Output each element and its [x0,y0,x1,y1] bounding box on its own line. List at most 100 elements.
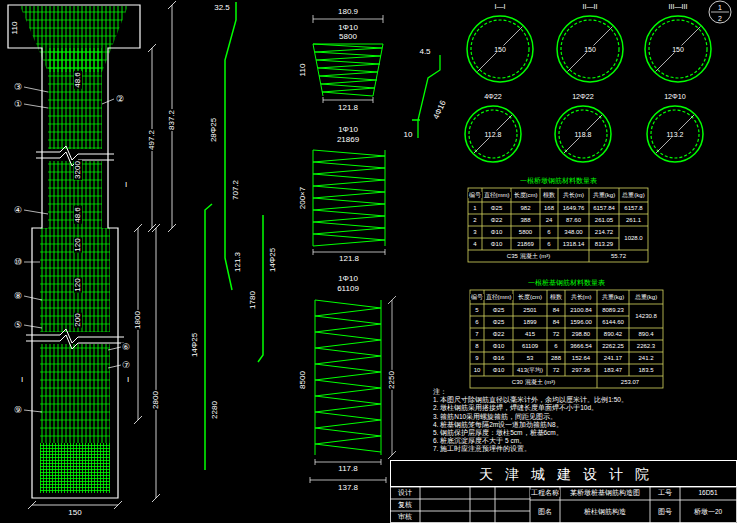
rebar-shape [258,215,263,362]
sheet-number: 1 [718,3,722,10]
table-cell: 2262.3 [636,343,656,349]
note-text: 6. 桩底沉淀厚度不大于 5 cm。 [432,438,527,445]
rebar-label: 28Φ25 [210,117,218,143]
table-cell: 8089.23 [601,307,625,313]
table-cell: 6157.84 [592,205,616,211]
table-cell: 813.29 [594,241,614,247]
table-cell: 388 [519,217,531,223]
table-cell: 415 [524,331,536,337]
note-text: 7. 施工时应注意预埋件的设置。 [432,446,532,453]
dimension-text: 48.6 [74,206,82,224]
dimension-lines [313,15,383,23]
table-cell: 4 [472,241,477,247]
rebar-label: 121.8 [338,255,360,263]
rebar-label: 2250 [388,370,396,390]
table-grid [470,290,663,388]
table-cell: 297.36 [571,367,591,373]
table-cell: 55.72 [610,253,627,259]
table-cell: 共重(kg) [601,294,625,300]
section-dimension: 150 [583,46,597,53]
table-cell: 1028.0 [623,235,643,241]
table-cell: 168 [543,205,555,211]
sheet-circle [709,1,731,23]
callout-number: ① [13,100,23,109]
table-cell: 共长(m) [570,294,593,300]
note-text: 1. 本图尺寸除钢筋直径以毫米计外，余均以厘米计。比例1:50。 [432,397,629,404]
table-cell: 5 [474,307,479,313]
section-title: II—II [550,3,630,10]
section-title: 12Φ10 [635,93,715,100]
section-ring [647,106,703,162]
material-tables [468,188,663,388]
table-cell: 890.4 [637,331,654,337]
pile-spiral [40,443,110,493]
table-cell: 6 [553,343,558,349]
rebar-label: 61109 [336,285,360,293]
table-cell: 1649.76 [562,205,586,211]
table-cell: 共长(m) [562,192,585,198]
table-title: 一根桥墩钢筋材料数量表 [519,178,598,185]
table-cell: Φ10 [492,343,505,349]
dimension-text: 120 [74,237,82,252]
rebar-label: 5800 [338,33,358,41]
dimension-text: 110 [11,21,19,36]
table-cell: 214.72 [594,229,614,235]
table-cell: 长度(cm) [513,192,539,198]
callout-number: ③ [13,83,23,92]
table-cell: 241.17 [603,355,623,361]
section-circle: 12Φ10113.2 [635,92,715,166]
table-cell: 72 [552,367,561,373]
rebar-ring [559,110,607,158]
table-cell: Φ10 [490,229,503,235]
dimension-text: 497.2 [148,129,156,151]
rebar-ring [469,110,517,158]
rebar-label: 200×7 [299,186,307,210]
node-outline [635,92,715,166]
dimension-text: 120 [74,277,82,292]
rebar-label: 4.5 [418,48,431,56]
rebar-ring [649,20,707,78]
table-cell: 348.00 [563,229,583,235]
spiral-outline [315,300,381,455]
rebar-label: 1Φ10 [337,126,359,134]
title-block-frame [391,487,737,523]
section-ring [467,16,533,82]
rebar-label: 1Φ10 [337,275,359,283]
table-cell: 261.05 [594,217,614,223]
table-cell: 5800 [518,229,533,235]
fraction-line [711,12,729,13]
rebar-details [205,2,440,483]
dimension-lines [323,97,373,103]
rebar-label: 4Φ16 [432,98,448,121]
section-dimension: 112.8 [484,131,503,138]
callout-number: ④ [13,206,23,215]
note-text: 3. 箍筋N10采用螺旋箍筋，间距见图示。 [432,413,558,420]
diameter-line [474,115,512,153]
callout-number: ⑩ [13,258,23,267]
rebar-label: 1Φ10 [337,24,359,32]
table-cell: 根数 [549,294,563,300]
rebar-label: 137.8 [337,484,359,492]
section-dimension: 118.8 [574,131,593,138]
table-cell: 2501 [522,307,537,313]
sheet-number-circle: 12 [708,0,732,24]
table-cell: 2262.25 [601,343,625,349]
section-title: 4Φ22 [453,93,533,100]
table-cell: 直径(mm) [483,192,511,198]
table-cell: 6 [546,241,551,247]
break-gap [34,332,116,344]
title-block-cell: 某桥墩桩基钢筋构造图 [569,490,641,497]
table-cell: 24 [545,217,554,223]
table-cell: 2 [472,217,477,223]
section-title: I—I [460,3,540,10]
pier-outline [8,5,140,498]
table-cell: 982 [519,205,531,211]
section-ring [645,16,711,82]
table-cell: C35 混凝土 (m³) [506,253,551,259]
rebar-label: 21869 [336,136,360,144]
dimension-lines [28,1,176,509]
table-cell: 3 [472,229,477,235]
table-cell: 6 [546,229,551,235]
table-cell: 10 [473,367,482,373]
table-cell: 1 [472,205,477,211]
